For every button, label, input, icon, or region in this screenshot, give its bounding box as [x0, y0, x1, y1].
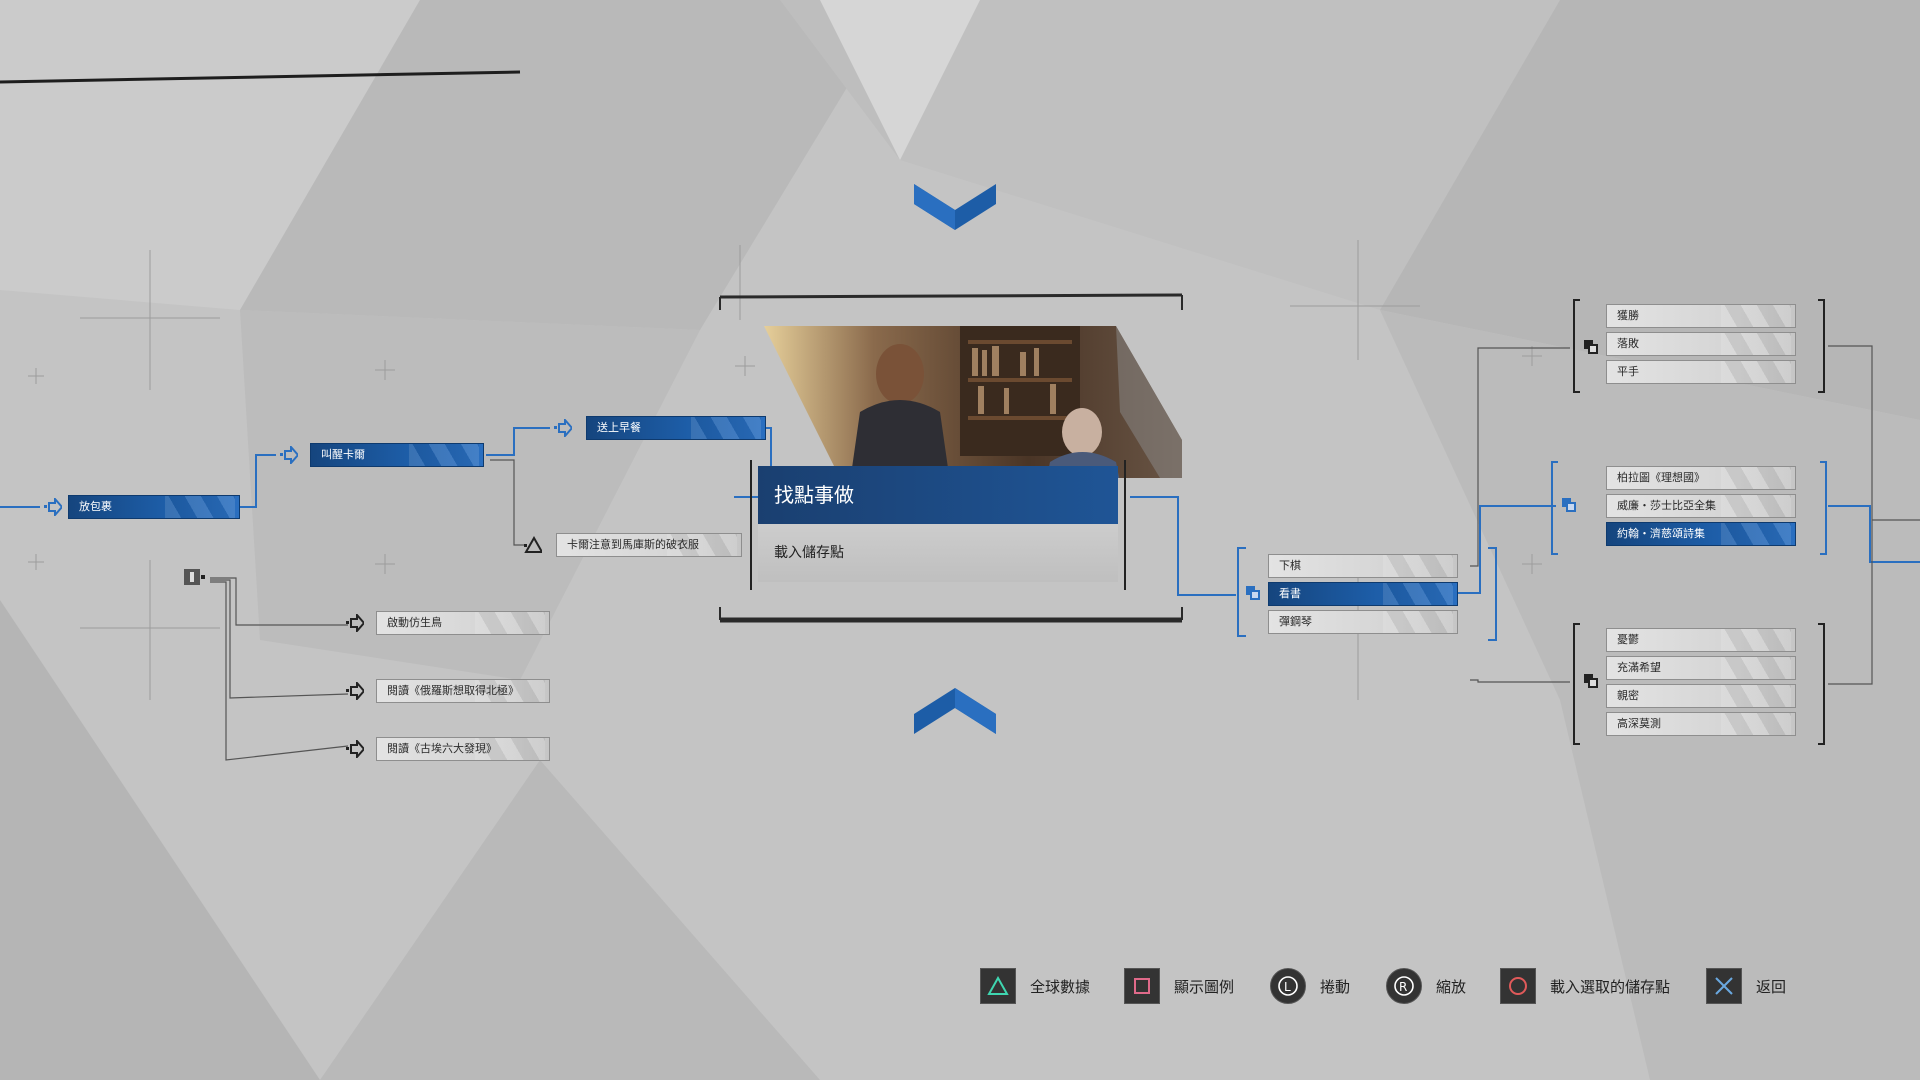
- triangle-icon: [524, 535, 544, 554]
- arrow-right-icon: [346, 738, 366, 760]
- cross-icon: [1706, 968, 1742, 1004]
- mood-melancholy-label: 憂鬱: [1617, 633, 1639, 646]
- hint-back[interactable]: 返回: [1706, 966, 1786, 1006]
- hint-global-stats[interactable]: 全球數據: [980, 966, 1090, 1006]
- square-icon: [1124, 968, 1160, 1004]
- mood-list: 憂鬱 充滿希望 親密 高深莫測: [1606, 628, 1796, 740]
- card-title-bar: 找點事做: [758, 466, 1118, 524]
- hint-zoom[interactable]: R 縮放: [1386, 966, 1466, 1006]
- card-title: 找點事做: [774, 483, 854, 507]
- outcome-draw-label: 平手: [1617, 365, 1639, 378]
- arrow-right-icon: [280, 444, 300, 466]
- card-bracket-right: [1120, 460, 1126, 590]
- circle-icon: [1500, 968, 1536, 1004]
- activity-choice-list: 下棋 看書 彈鋼琴: [1268, 554, 1458, 638]
- outcome-win-label: 獲勝: [1617, 309, 1639, 322]
- hint-global-label: 全球數據: [1030, 977, 1091, 996]
- hint-scroll[interactable]: L 捲動: [1270, 966, 1350, 1006]
- svg-text:L: L: [1284, 980, 1291, 994]
- split-icon: [184, 568, 205, 586]
- book-keats-label: 約翰・濟慈頌詩集: [1617, 527, 1705, 540]
- outcome-list: 獲勝 落敗 平手: [1606, 304, 1796, 388]
- mood-enigmatic[interactable]: 高深莫測: [1606, 712, 1796, 736]
- mood-hopeful-label: 充滿希望: [1617, 661, 1661, 674]
- book-list: 柏拉圖《理想國》 威廉・莎士比亞全集 約翰・濟慈頌詩集: [1606, 466, 1796, 550]
- choice-piano-label: 彈鋼琴: [1279, 615, 1312, 628]
- node-wake[interactable]: 叫醒卡爾: [310, 443, 484, 467]
- node-read-egypt[interactable]: 閱讀《古埃六大發現》: [376, 737, 550, 761]
- hint-load-label: 載入選取的儲存點: [1550, 977, 1671, 996]
- l-stick-icon: L: [1270, 968, 1306, 1004]
- mood-intimate[interactable]: 親密: [1606, 684, 1796, 708]
- choice-icon: [1584, 674, 1598, 688]
- node-bag[interactable]: 放包裹: [68, 495, 240, 519]
- svg-text:R: R: [1399, 980, 1407, 994]
- node-read-russia-label: 閱讀《俄羅斯想取得北極》: [387, 684, 519, 697]
- arrow-right-icon: [346, 680, 366, 702]
- book-shakespeare-label: 威廉・莎士比亞全集: [1617, 499, 1716, 512]
- hint-load-save[interactable]: 載入選取的儲存點: [1500, 966, 1670, 1006]
- node-read-egypt-label: 閱讀《古埃六大發現》: [387, 742, 497, 755]
- hint-show-legend[interactable]: 顯示圖例: [1124, 966, 1234, 1006]
- outcome-lose-label: 落敗: [1617, 337, 1639, 350]
- mood-melancholy[interactable]: 憂鬱: [1606, 628, 1796, 652]
- choice-icon: [1562, 498, 1576, 512]
- mood-enigmatic-label: 高深莫測: [1617, 717, 1661, 730]
- arrow-right-icon: [346, 612, 366, 634]
- node-wake-label: 叫醒卡爾: [321, 448, 365, 461]
- hint-back-label: 返回: [1756, 977, 1787, 996]
- scroll-up-chevron[interactable]: [914, 184, 996, 232]
- triangle-icon: [980, 968, 1016, 1004]
- book-shakespeare[interactable]: 威廉・莎士比亞全集: [1606, 494, 1796, 518]
- arrow-right-icon: [554, 417, 574, 439]
- scroll-down-chevron[interactable]: [914, 688, 996, 736]
- node-read-russia[interactable]: 閱讀《俄羅斯想取得北極》: [376, 679, 550, 703]
- node-bag-label: 放包裹: [79, 500, 112, 513]
- outcome-win[interactable]: 獲勝: [1606, 304, 1796, 328]
- choice-piano[interactable]: 彈鋼琴: [1268, 610, 1458, 634]
- hint-legend-label: 顯示圖例: [1174, 977, 1235, 996]
- mood-intimate-label: 親密: [1617, 689, 1639, 702]
- choice-icon: [1584, 340, 1598, 354]
- chapter-thumbnail: [764, 326, 1182, 478]
- hint-zoom-label: 縮放: [1436, 977, 1467, 996]
- outcome-draw[interactable]: 平手: [1606, 360, 1796, 384]
- mood-hopeful[interactable]: 充滿希望: [1606, 656, 1796, 680]
- r-stick-icon: R: [1386, 968, 1422, 1004]
- choice-read[interactable]: 看書: [1268, 582, 1458, 606]
- node-bird-label: 啟動仿生鳥: [387, 616, 442, 629]
- arrow-right-icon: [44, 496, 64, 518]
- load-save-label[interactable]: 載入儲存點: [774, 545, 844, 561]
- choice-chess[interactable]: 下棋: [1268, 554, 1458, 578]
- node-breakfast-label: 送上早餐: [597, 421, 641, 434]
- node-carl-clothes[interactable]: 卡爾注意到馬庫斯的破衣服: [556, 533, 742, 557]
- choice-chess-label: 下棋: [1279, 559, 1301, 572]
- book-plato[interactable]: 柏拉圖《理想國》: [1606, 466, 1796, 490]
- book-keats[interactable]: 約翰・濟慈頌詩集: [1606, 522, 1796, 546]
- selected-chapter-card[interactable]: 找點事做 載入儲存點: [720, 292, 1182, 622]
- choice-read-label: 看書: [1279, 587, 1301, 600]
- node-bird[interactable]: 啟動仿生鳥: [376, 611, 550, 635]
- node-carl-clothes-label: 卡爾注意到馬庫斯的破衣服: [567, 538, 699, 551]
- book-plato-label: 柏拉圖《理想國》: [1617, 471, 1705, 484]
- outcome-lose[interactable]: 落敗: [1606, 332, 1796, 356]
- card-bracket-left: [750, 460, 756, 590]
- choice-icon: [1246, 586, 1260, 600]
- hint-scroll-label: 捲動: [1320, 977, 1351, 996]
